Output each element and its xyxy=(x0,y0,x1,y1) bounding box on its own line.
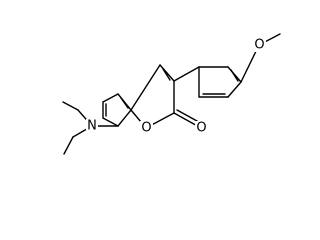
double-bond-line xyxy=(120,97,129,109)
bond-line xyxy=(173,66,200,82)
atom-label-ring-o: O xyxy=(141,121,151,136)
atom-nitrogen: N xyxy=(86,119,98,134)
atom-methoxy-oxygen: O xyxy=(253,38,266,53)
atom-ring-oxygen: O xyxy=(140,121,153,136)
double-bond-line xyxy=(162,68,171,81)
bond-line xyxy=(62,101,79,111)
double-bond-line xyxy=(230,69,239,82)
bond-layer xyxy=(62,33,281,155)
structure-diagram: N O O O xyxy=(62,33,281,155)
bond-line xyxy=(102,93,119,103)
bond-line xyxy=(102,117,119,127)
bond-line xyxy=(227,81,242,98)
double-bond-line xyxy=(176,109,198,122)
atom-label-carbonyl-o: O xyxy=(196,121,206,136)
bond-line xyxy=(63,136,74,155)
bond-line xyxy=(159,64,175,82)
bond-line xyxy=(130,64,161,111)
atom-carbonyl-oxygen: O xyxy=(195,121,208,136)
atom-label-methoxy-o: O xyxy=(254,38,264,53)
atom-label-layer: N O O O xyxy=(86,38,266,136)
atom-label-n: N xyxy=(87,119,97,134)
bond-line xyxy=(117,109,132,127)
